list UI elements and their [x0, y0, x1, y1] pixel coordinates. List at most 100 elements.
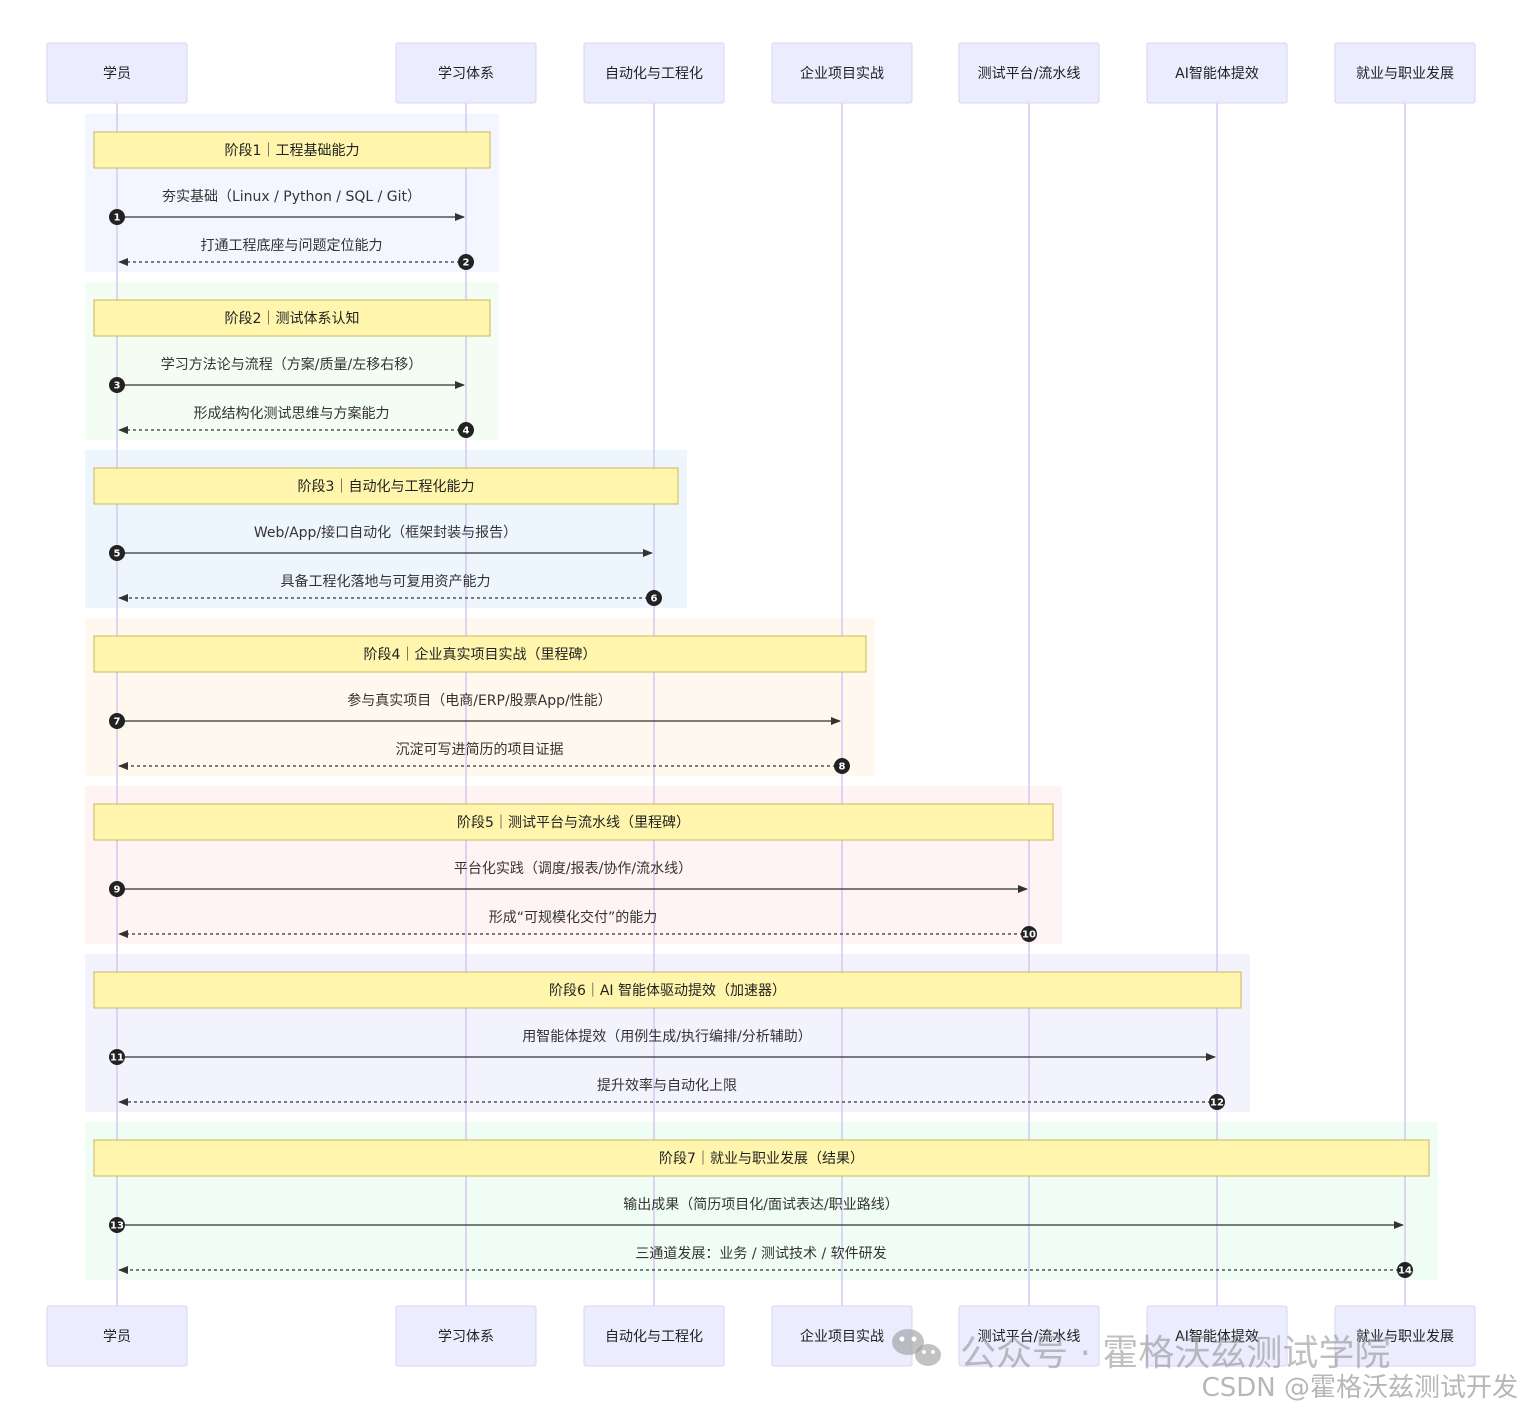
- message-response: 形成“可规模化交付”的能力 10: [118, 909, 1037, 942]
- actor-automation-top: 自动化与工程化: [583, 42, 725, 104]
- message-request: 平台化实践（调度/报表/协作/流水线） 9: [109, 861, 1028, 897]
- stage-3: 阶段3｜自动化与工程化能力Web/App/接口自动化（框架封装与报告）5具备工程…: [93, 467, 679, 606]
- svg-text:13: 13: [110, 1221, 124, 1232]
- sequence-number: 8: [834, 758, 850, 774]
- svg-text:8: 8: [839, 762, 846, 773]
- message-label: 学习方法论与流程（方案/质量/左移右移）: [161, 356, 422, 373]
- message-response: 具备工程化落地与可复用资产能力 6: [118, 573, 662, 606]
- actor-label: 就业与职业发展: [1356, 1329, 1454, 1345]
- svg-text:11: 11: [110, 1053, 124, 1064]
- message-label: 打通工程底座与问题定位能力: [201, 237, 383, 254]
- svg-text:12: 12: [1210, 1098, 1224, 1109]
- svg-text:14: 14: [1398, 1266, 1412, 1277]
- actor-project-top: 企业项目实战: [771, 42, 913, 104]
- message-label: 夯实基础（Linux / Python / SQL / Git）: [162, 188, 421, 205]
- message-request: 用智能体提效（用例生成/执行编排/分析辅助）11: [109, 1029, 1216, 1065]
- stage-title: 阶段6｜AI 智能体驱动提效（加速器）: [549, 983, 786, 999]
- actor-student-bottom: 学员: [46, 1305, 188, 1367]
- actor-box: [958, 42, 1100, 104]
- actor-system-top: 学习体系: [395, 42, 537, 104]
- stage-5: 阶段5｜测试平台与流水线（里程碑） 平台化实践（调度/报表/协作/流水线） 9 形成“…: [93, 803, 1054, 942]
- svg-text:9: 9: [114, 885, 121, 896]
- actor-ai-top: AI智能体提效: [1146, 42, 1288, 104]
- stage-title: 阶段4｜企业真实项目实战（里程碑）: [364, 646, 597, 663]
- svg-text:7: 7: [114, 717, 121, 728]
- stage-7: 阶段7｜就业与职业发展（结果） 输出成果（简历项目化/面试表达/职业路线） 13 三通…: [93, 1139, 1430, 1278]
- actor-automation-bottom: 自动化与工程化: [583, 1305, 725, 1367]
- watermark-main-text: 公众号 · 霍格沃兹测试学院: [960, 1333, 1390, 1374]
- actor-box: [1146, 1305, 1288, 1367]
- actor-box: [1334, 42, 1476, 104]
- sequence-number: 13: [109, 1217, 125, 1233]
- stage-note: [93, 131, 491, 169]
- stage-note: [93, 299, 491, 337]
- actor-box: [1334, 1305, 1476, 1367]
- message-request: Web/App/接口自动化（框架封装与报告） 5: [109, 524, 653, 561]
- svg-text:3: 3: [114, 381, 121, 392]
- message-label: 形成结构化测试思维与方案能力: [194, 405, 390, 422]
- stage-title: 阶段5｜测试平台与流水线（里程碑）: [457, 815, 690, 831]
- svg-text:2: 2: [463, 258, 470, 269]
- actor-system-bottom: 学习体系: [395, 1305, 537, 1367]
- stage-title: 阶段1｜工程基础能力: [225, 142, 360, 159]
- message-label: 形成“可规模化交付”的能力: [489, 909, 658, 926]
- message-request: 夯实基础（Linux / Python / SQL / Git） 1: [109, 188, 465, 225]
- message-label: Web/App/接口自动化（框架封装与报告）: [254, 524, 517, 541]
- stage-title: 阶段7｜就业与职业发展（结果）: [659, 1151, 864, 1167]
- actor-box: [583, 1305, 725, 1367]
- actor-row-top: 学员 学习体系 自动化与工程化 企业项目实战 测试平台/流水线 AI智能体提效 就业与职业发…: [46, 42, 1476, 104]
- stage-note: [93, 971, 1242, 1009]
- actor-label: 学员: [103, 66, 131, 82]
- stage-note: [93, 467, 679, 505]
- sequence-number: 7: [109, 713, 125, 729]
- actor-label: 学习体系: [438, 66, 494, 82]
- message-label: 平台化实践（调度/报表/协作/流水线）: [454, 861, 692, 877]
- actor-label: AI智能体提效: [1175, 1329, 1259, 1345]
- message-label: 输出成果（简历项目化/面试表达/职业路线）: [623, 1196, 898, 1213]
- stage-6: 阶段6｜AI 智能体驱动提效（加速器） 用智能体提效（用例生成/执行编排/分析辅助…: [93, 971, 1242, 1110]
- sequence-number: 2: [458, 254, 474, 270]
- actor-platform-top: 测试平台/流水线: [958, 42, 1100, 104]
- message-request: 学习方法论与流程（方案/质量/左移右移） 3: [109, 356, 465, 393]
- sequence-number: 1: [109, 209, 125, 225]
- message-request: 输出成果（简历项目化/面试表达/职业路线） 13: [109, 1196, 1404, 1233]
- actor-box: [46, 42, 188, 104]
- wechat-icon: [892, 1329, 941, 1366]
- sequence-number: 3: [109, 377, 125, 393]
- svg-text:6: 6: [651, 594, 658, 605]
- sequence-number: 4: [458, 422, 474, 438]
- message-label: 参与真实项目（电商/ERP/股票App/性能）: [347, 692, 612, 709]
- watermark-csdn-text: CSDN @霍格沃兹测试开发: [1202, 1373, 1518, 1403]
- sequence-number: 5: [109, 545, 125, 561]
- svg-text:10: 10: [1022, 930, 1036, 941]
- actor-label: 就业与职业发展: [1356, 66, 1454, 82]
- stage-title: 阶段2｜测试体系认知: [225, 310, 360, 327]
- sequence-number: 6: [646, 590, 662, 606]
- actor-label: 测试平台/流水线: [978, 66, 1081, 82]
- message-label: 具备工程化落地与可复用资产能力: [281, 573, 491, 590]
- actor-label: 企业项目实战: [800, 65, 884, 82]
- message-response: 沉淀可写进简历的项目证据 8: [118, 741, 850, 774]
- message-label: 沉淀可写进简历的项目证据: [396, 741, 564, 758]
- actor-project-bottom: 企业项目实战: [771, 1305, 913, 1367]
- actor-box: [958, 1305, 1100, 1367]
- actor-student-top: 学员: [46, 42, 188, 104]
- actor-box: [1146, 42, 1288, 104]
- message-response: 形成结构化测试思维与方案能力 4: [118, 405, 474, 438]
- actor-label: 自动化与工程化: [605, 66, 703, 82]
- sequence-number: 9: [109, 881, 125, 897]
- message-label: 提升效率与自动化上限: [597, 1077, 737, 1094]
- watermark: 公众号 · 霍格沃兹测试学院 CSDN @霍格沃兹测试开发: [892, 1329, 1518, 1403]
- stage-backgrounds: [85, 114, 1438, 1280]
- message-response: 提升效率与自动化上限 12: [118, 1077, 1225, 1110]
- actor-label: 测试平台/流水线: [978, 1329, 1081, 1345]
- svg-text:4: 4: [463, 426, 470, 437]
- actor-career-top: 就业与职业发展: [1334, 42, 1476, 104]
- actor-box: [583, 42, 725, 104]
- actor-box: [395, 1305, 537, 1367]
